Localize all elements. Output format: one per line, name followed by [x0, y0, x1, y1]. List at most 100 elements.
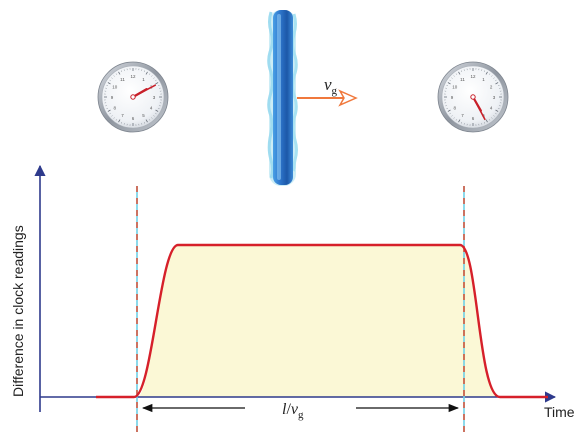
clock-tick [153, 77, 155, 79]
clock-tick [158, 108, 160, 109]
clock-tick [491, 75, 493, 77]
clock-numeral: 12 [130, 74, 136, 79]
clock-tick [151, 117, 153, 119]
clock-numeral: 4 [150, 106, 153, 111]
pulse-fill [137, 245, 500, 397]
clock-tick [449, 79, 451, 81]
clock-tick [107, 109, 111, 112]
clock-numeral: 6 [472, 116, 475, 121]
clock-tick [109, 79, 111, 81]
clock-numeral: 4 [490, 106, 493, 111]
clock-tick [453, 75, 455, 77]
clock-numeral: 2 [490, 85, 493, 90]
clock-tick [461, 122, 462, 124]
clock-tick [145, 119, 148, 123]
clock-tick [495, 109, 499, 112]
clock-tick [495, 79, 497, 81]
clock-tick [455, 119, 457, 121]
clock-numeral: 9 [111, 95, 114, 100]
clock-tick [145, 71, 148, 75]
clock-tick [455, 73, 457, 75]
clock-pivot [470, 94, 476, 100]
clock-numeral: 7 [461, 113, 464, 118]
clock-tick [113, 117, 115, 119]
clock-tick [111, 77, 113, 79]
clock-tick [493, 77, 495, 79]
clock-tick [121, 122, 122, 124]
clock-right: 121234567891011 [437, 61, 509, 133]
clock-tick [106, 108, 108, 109]
clock-tick [484, 70, 485, 72]
clock-tick [491, 117, 493, 119]
clock-tick [155, 109, 159, 112]
clock-tick [493, 115, 495, 117]
clock-tick [495, 82, 499, 85]
clock-tick [453, 117, 455, 119]
clock-numeral: 12 [470, 74, 476, 79]
clock-tick [106, 85, 108, 86]
clock-tick [451, 115, 453, 117]
clock-numeral: 8 [114, 106, 117, 111]
x-axis-label: Time [544, 404, 575, 420]
clock-numeral: 3 [153, 95, 156, 100]
clock-tick [498, 85, 500, 86]
clock-tick [149, 119, 151, 121]
clock-tick [111, 115, 113, 117]
gravitational-wave-front [267, 10, 298, 186]
clock-tick [458, 119, 461, 123]
clock-tick [495, 113, 497, 115]
clock-numeral: 7 [121, 113, 124, 118]
clock-tick [158, 85, 160, 86]
clock-tick [151, 75, 153, 77]
clock-difference-curve [96, 243, 548, 399]
clock-numeral: 6 [132, 116, 135, 121]
clock-tick [155, 113, 157, 115]
clock-numeral: 1 [482, 77, 485, 82]
clock-tick [489, 119, 491, 121]
clock-tick [115, 119, 117, 121]
clock-tick [449, 113, 451, 115]
clock-numeral: 11 [120, 77, 125, 82]
clock-tick [113, 75, 115, 77]
clock-tick [115, 73, 117, 75]
clock-tick [155, 82, 159, 85]
clock-tick [144, 122, 145, 124]
clock-tick [153, 115, 155, 117]
clock-tick [485, 119, 488, 123]
y-axis-label: Difference in clock readings [10, 225, 26, 397]
clock-tick [446, 85, 448, 86]
clock-tick [446, 108, 448, 109]
clock-tick [447, 109, 451, 112]
clock-tick [144, 70, 145, 72]
velocity-label: vg [324, 75, 338, 97]
clock-numeral: 8 [454, 106, 457, 111]
clock-tick [484, 122, 485, 124]
clock-numeral: 9 [451, 95, 454, 100]
clock-tick [485, 71, 488, 75]
clock-minute-hand [132, 84, 157, 98]
clock-tick [458, 71, 461, 75]
velocity-arrow [297, 89, 358, 107]
clock-numeral: 1 [142, 77, 145, 82]
clock-tick [121, 70, 122, 72]
clock-numeral: 10 [112, 85, 118, 90]
duration-label: l/vg [282, 401, 304, 421]
clock-tick [109, 113, 111, 115]
clock-numeral: 10 [452, 85, 458, 90]
clock-tick [447, 82, 451, 85]
clock-minute-hand [472, 96, 486, 121]
clock-left: 121234567891011 [97, 61, 169, 133]
clock-tick [498, 108, 500, 109]
clock-tick [451, 77, 453, 79]
clock-pivot [130, 94, 136, 100]
clock-tick [149, 73, 151, 75]
clock-tick [489, 73, 491, 75]
clock-tick [107, 82, 111, 85]
clock-tick [118, 71, 121, 75]
clock-tick [461, 70, 462, 72]
clock-numeral: 11 [460, 77, 465, 82]
clock-tick [118, 119, 121, 123]
clock-numeral: 3 [493, 95, 496, 100]
clock-tick [155, 79, 157, 81]
